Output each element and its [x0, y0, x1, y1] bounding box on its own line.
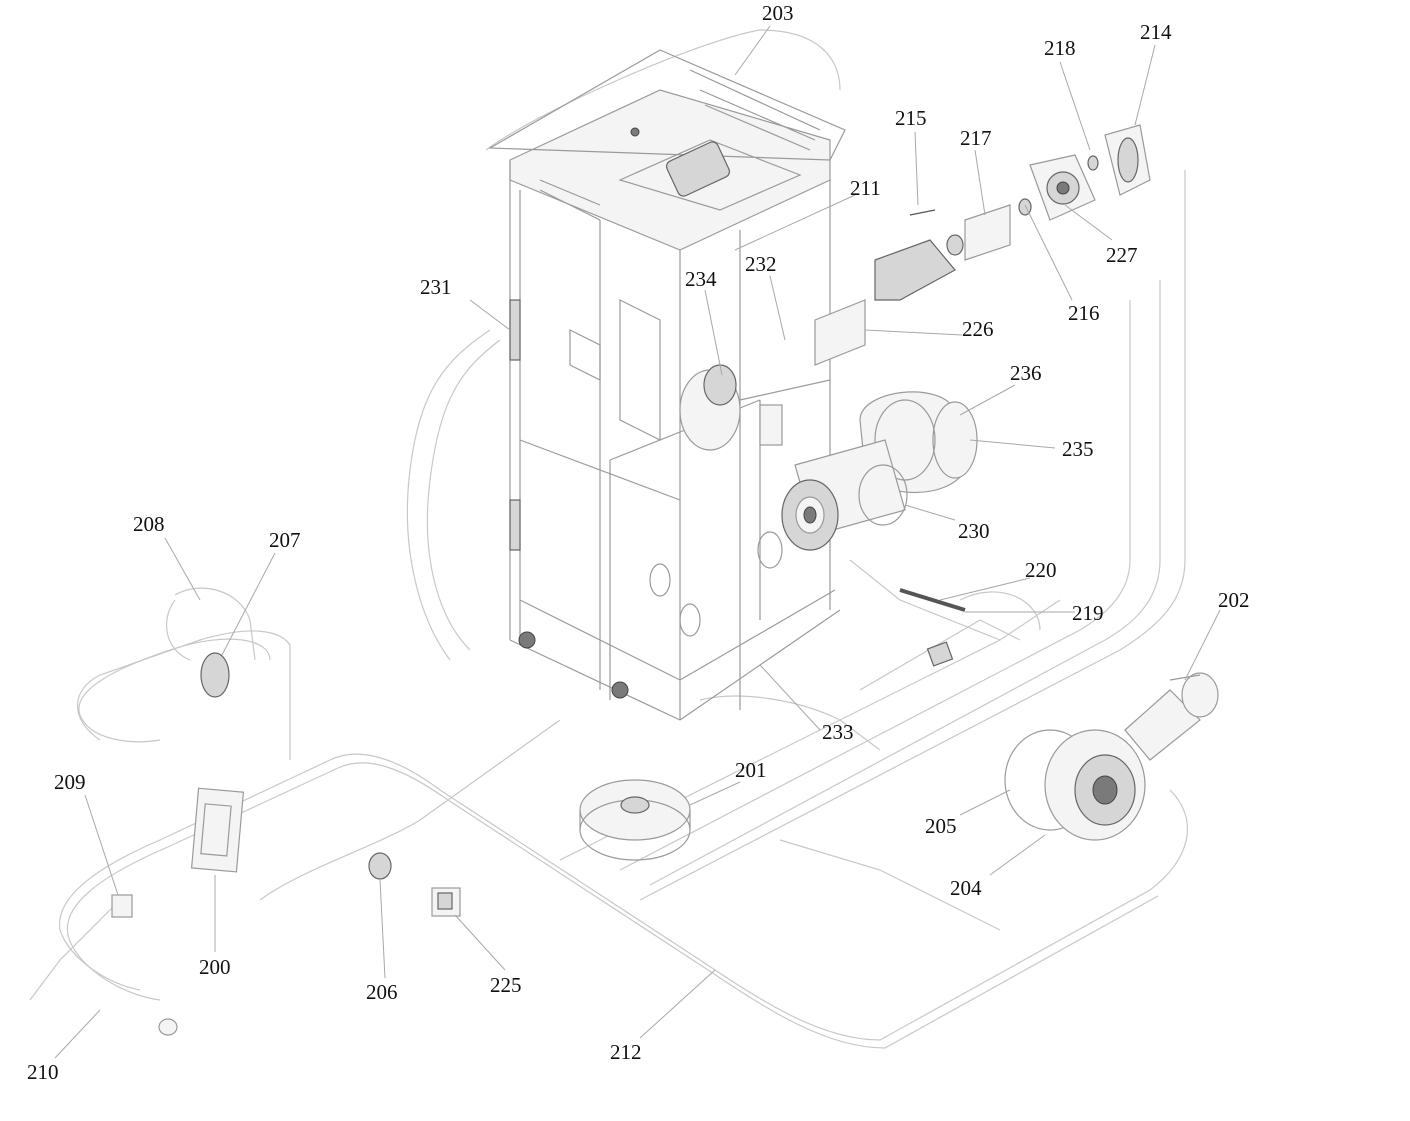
part-label-202: 202 — [1218, 588, 1250, 612]
wiring-harness — [29, 29, 1188, 1049]
part-label-218: 218 — [1044, 36, 1076, 60]
part-label-227: 227 — [1106, 243, 1138, 267]
part-label-235: 235 — [1062, 437, 1094, 461]
part-label-220: 220 — [1025, 558, 1057, 582]
part-label-225: 225 — [490, 973, 522, 997]
auger-motor-assembly — [814, 198, 1032, 366]
sensor-rod — [899, 588, 966, 667]
part-label-231: 231 — [420, 275, 452, 299]
part-label-200: 200 — [199, 955, 231, 979]
part-labels: 203 218 214 215 217 211 227 232 234 231 … — [27, 1, 1250, 1084]
part-label-236: 236 — [1010, 361, 1042, 385]
part-label-217: 217 — [960, 126, 992, 150]
part-label-215: 215 — [895, 106, 927, 130]
part-label-234: 234 — [685, 267, 717, 291]
part-label-212: 212 — [610, 1040, 642, 1064]
leader-lines — [54, 25, 1221, 1059]
part-label-211: 211 — [850, 176, 881, 200]
combustion-fan-assembly — [781, 391, 978, 551]
part-label-201: 201 — [735, 758, 767, 782]
part-label-214: 214 — [1140, 20, 1172, 44]
part-label-210: 210 — [27, 1060, 59, 1084]
part-label-207: 207 — [269, 528, 301, 552]
blower-assembly — [1004, 672, 1219, 841]
small-parts-234-232 — [703, 364, 831, 446]
part-label-216: 216 — [1068, 301, 1100, 325]
fan-wheel — [579, 779, 691, 861]
part-label-232: 232 — [745, 252, 777, 276]
part-label-208: 208 — [133, 512, 165, 536]
part-label-209: 209 — [54, 770, 86, 794]
part-label-219: 219 — [1072, 601, 1104, 625]
left-electrical-parts — [111, 599, 461, 1036]
part-label-204: 204 — [950, 876, 982, 900]
main-cabinet-frame — [487, 49, 846, 721]
motor-plate-assembly — [1029, 124, 1151, 221]
part-label-206: 206 — [366, 980, 398, 1004]
part-label-233: 233 — [822, 720, 854, 744]
part-label-203: 203 — [762, 1, 794, 25]
part-label-205: 205 — [925, 814, 957, 838]
part-label-230: 230 — [958, 519, 990, 543]
part-label-226: 226 — [962, 317, 994, 341]
